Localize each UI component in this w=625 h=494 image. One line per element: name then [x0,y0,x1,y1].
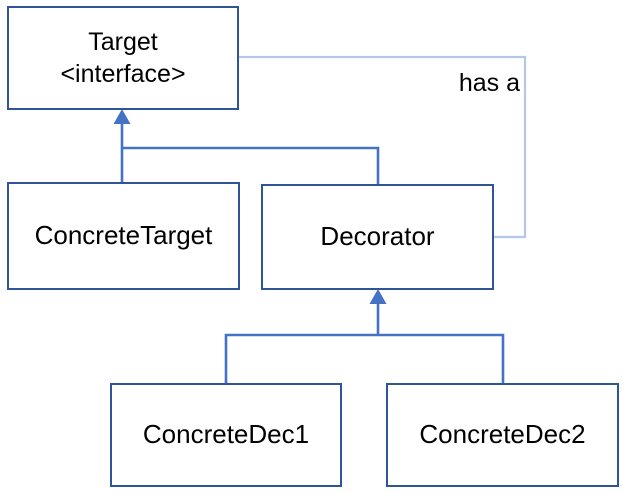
concrete-target-class-name: ConcreteTarget [34,220,213,251]
class-box-concrete-target: ConcreteTarget [7,182,240,290]
decorator-class-name: Decorator [320,221,435,252]
target-stereotype: <interface> [60,60,186,88]
concrete-dec1-class-name: ConcreteDec1 [142,419,310,450]
concrete-dec2-class-name: ConcreteDec2 [419,419,586,450]
inheritance-line-decorator-to-target [122,146,380,184]
inheritance-arrowhead-decorator [369,289,387,304]
has-a-association-line [239,55,527,239]
inheritance-arrowhead-target [113,109,131,124]
has-a-edge-label: has a [458,69,520,97]
class-box-concrete-dec1: ConcreteDec1 [110,383,342,487]
class-box-target: Target <interface> [7,6,239,110]
class-box-concrete-dec2: ConcreteDec2 [386,383,619,487]
class-box-decorator: Decorator [261,184,494,290]
inheritance-line-concretedecs-branch [224,333,505,383]
target-class-name: Target [88,27,158,56]
